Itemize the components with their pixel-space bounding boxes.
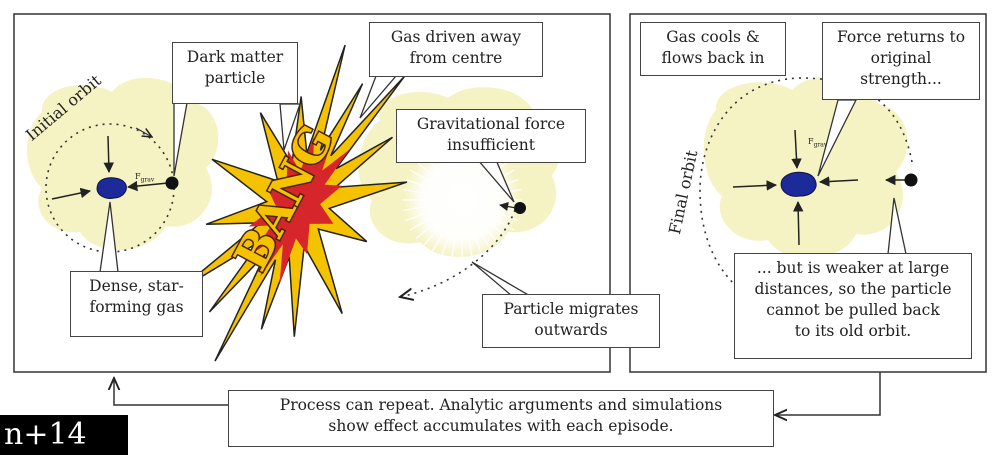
force-returns-label: Force returns to original strength...: [822, 22, 980, 100]
ray-line: [464, 209, 484, 257]
ray-line: [471, 202, 519, 222]
gas-cloud-initial: [27, 77, 219, 251]
migration-path: [400, 209, 516, 297]
gas-cloud-final: [703, 76, 908, 259]
ray-line: [463, 209, 474, 260]
dark-matter-particle-outer: [514, 202, 526, 214]
ray-line: [402, 201, 453, 212]
force-arrows-final: [732, 129, 905, 246]
weaker-label: ... but is weaker at large distances, so…: [734, 253, 972, 359]
ray-line: [470, 169, 515, 196]
weak-force-arrow-outer: [499, 202, 517, 211]
callout-pointers: [99, 75, 907, 297]
ray-line: [415, 205, 455, 240]
ray-line: [422, 207, 457, 247]
ray-line: [467, 207, 502, 247]
ray-line: [471, 188, 522, 199]
force-label-initial: Fgrav: [135, 172, 155, 184]
dark-matter-particle-initial: [165, 176, 179, 190]
ray-line: [415, 160, 455, 195]
ray-line: [440, 209, 460, 257]
ray-line: [402, 188, 453, 199]
ray-line: [470, 204, 515, 231]
ray-line: [431, 208, 458, 253]
gas-driven-label: Gas driven away from centre: [369, 22, 543, 77]
ray-line: [405, 178, 453, 198]
ray-line: [471, 178, 519, 198]
radial-rays: [402, 140, 522, 260]
ray-line: [409, 204, 454, 231]
dense-gas-label: Dense, star- forming gas: [70, 271, 203, 337]
ray-line: [405, 202, 453, 222]
final-orbit: [699, 77, 913, 286]
right-panel: [629, 13, 987, 373]
dense-core-initial: [96, 177, 127, 199]
left-panel: [13, 13, 611, 373]
dark-matter-particle-final: [904, 173, 918, 187]
grav-force-label: Gravitational force insufficient: [396, 109, 586, 163]
dense-core-final: [780, 171, 817, 197]
page-tag: n+14: [0, 415, 128, 455]
ray-line: [469, 205, 509, 240]
dark-matter-label: Dark matter particle: [172, 42, 298, 104]
force-arrows-initial: [51, 135, 169, 200]
orbit-direction-arrow: [135, 127, 152, 137]
ray-line: [471, 201, 522, 212]
force-label-final: Fgrav: [808, 137, 828, 149]
ray-line: [450, 209, 461, 260]
ray-line: [466, 208, 493, 253]
ray-line: [469, 160, 509, 195]
gas-cools-label: Gas cools & flows back in: [640, 22, 786, 76]
migrates-label: Particle migrates outwards: [482, 294, 660, 348]
process-repeat-label: Process can repeat. Analytic arguments a…: [228, 390, 774, 447]
ray-line: [409, 169, 454, 196]
